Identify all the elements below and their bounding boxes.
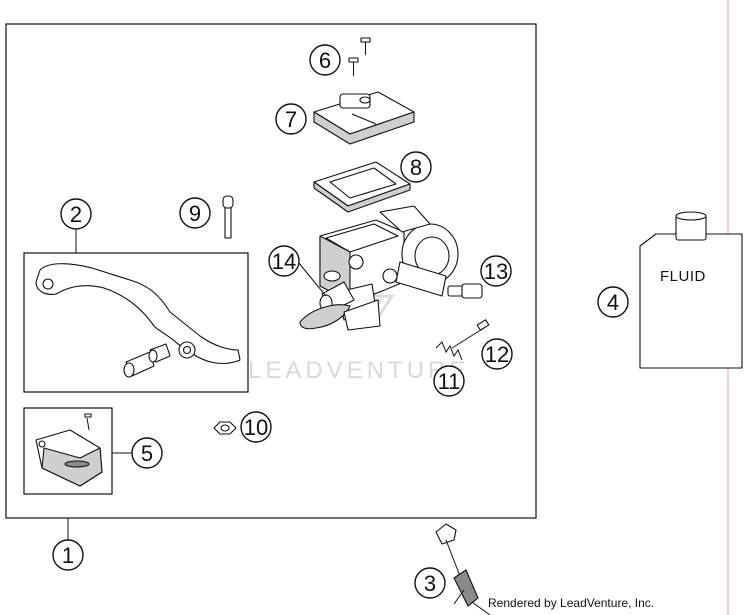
render-credit: Rendered by LeadVenture, Inc. [488,596,655,610]
callout-6: 6 [309,44,341,76]
callout-11: 11 [433,365,465,397]
pivot-bolt [222,195,234,239]
fluid-bottle: FLUID [639,211,743,369]
svg-text:5: 5 [141,441,153,466]
callout-12: 12 [481,338,513,370]
svg-text:11: 11 [438,369,461,394]
svg-text:12: 12 [485,342,509,367]
callout-4: 4 [597,286,629,318]
lever-protector [35,413,103,487]
leader-lines [297,261,465,605]
svg-text:9: 9 [189,201,201,226]
svg-text:1: 1 [62,543,74,568]
callout-1: 1 [52,539,84,571]
watermark-text: LEADVENTURE [248,357,469,384]
callout-8: 8 [400,151,432,183]
brake-line [435,523,491,615]
cover-screws [348,37,371,76]
svg-text:14: 14 [272,249,296,274]
nut [213,421,237,435]
svg-text:7: 7 [285,107,297,132]
svg-text:4: 4 [607,290,619,315]
svg-text:6: 6 [319,48,331,73]
callout-13: 13 [480,255,512,287]
callout-9: 9 [179,197,211,229]
protector-box [23,407,113,495]
svg-text:10: 10 [244,415,268,440]
callout-3: 3 [414,567,446,599]
callout-14: 14 [268,245,300,277]
spring [435,341,463,361]
hand-lever [35,263,241,378]
piston-boot [299,270,381,331]
callout-2: 2 [60,198,92,230]
callout-7: 7 [275,103,307,135]
master-cylinder-body [319,205,459,321]
callout-5: 5 [131,437,163,469]
fluid-label: FLUID [660,268,706,285]
svg-text:8: 8 [410,155,422,180]
callout-10: 10 [240,411,272,443]
svg-text:3: 3 [424,571,436,596]
assembly-frame [5,23,537,519]
lever-box [23,252,249,393]
svg-text:2: 2 [70,202,82,227]
reservoir-cover [313,91,415,145]
watermark: LEADVENTURE [248,294,469,384]
svg-text:13: 13 [484,259,508,284]
reservoir-gasket [313,161,411,213]
mount-bolt [447,283,483,299]
adjust-pin [451,319,490,349]
